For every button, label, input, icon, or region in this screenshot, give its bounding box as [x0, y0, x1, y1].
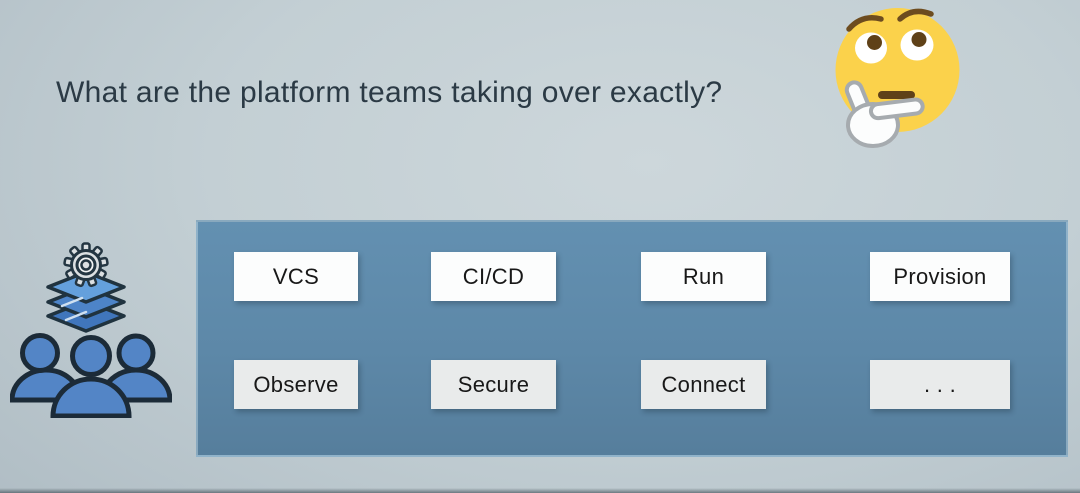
thinking-face-emoji: [835, 8, 960, 148]
slide-title: What are the platform teams taking over …: [56, 76, 723, 109]
capability-box-secure: Secure: [431, 360, 556, 409]
capability-box-more: . . .: [870, 360, 1010, 409]
capabilities-panel: VCS CI/CD Run Provision Observe Secure C…: [196, 220, 1068, 457]
capability-box-vcs: VCS: [234, 252, 358, 301]
capability-box-run: Run: [641, 252, 766, 301]
capability-box-provision: Provision: [870, 252, 1010, 301]
team-people-icon: [10, 333, 172, 418]
capability-box-connect: Connect: [641, 360, 766, 409]
platform-team-icon: [10, 242, 172, 418]
capability-box-observe: Observe: [234, 360, 358, 409]
gear-icon: [63, 242, 109, 288]
capability-box-cicd: CI/CD: [431, 252, 556, 301]
